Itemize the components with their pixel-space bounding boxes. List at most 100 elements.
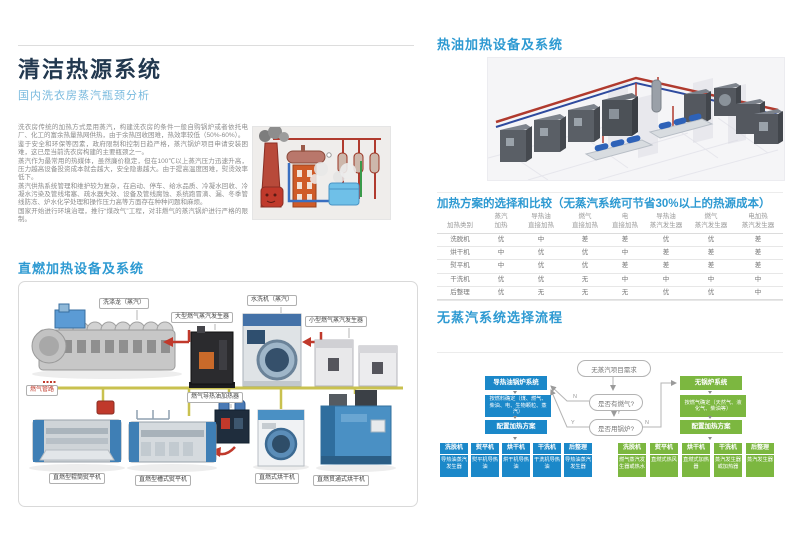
rating-cell: 中	[519, 233, 563, 247]
rating-cell: 差	[733, 259, 783, 274]
rating-cell: 差	[733, 246, 783, 261]
machine-method-chip: 蒸汽发生器	[746, 455, 774, 477]
pass-through-dryer-illustration	[316, 390, 396, 472]
selection-flowchart: N Y Y N 无蒸汽项目需求 是否有燃气? 是否用锅炉? 导热油锅炉系统 按燃…	[437, 356, 787, 486]
branch-label-no: N	[573, 394, 577, 400]
table-row: 熨平机中优优差差差差	[437, 259, 783, 274]
steam-puff	[314, 162, 328, 176]
label-roller-ironer: 直燃型辊筒熨平机	[49, 473, 106, 485]
intro-paragraph: 鉴于安全和环保等因素，政府限制和控制日趋严格，蒸汽锅炉项目申请安装困难，这已是当…	[18, 141, 248, 156]
section-title-flowchart: 无蒸汽系统选择流程	[437, 310, 564, 325]
machine-method-chip: 直燃式加热器	[682, 455, 710, 477]
rating-cell: 差	[607, 259, 643, 274]
intro-paragraph: 洗衣房传统的加热方式是用蒸汽，构建洗衣房的条件一般自购锅炉或者依托电厂、化工的富…	[18, 124, 248, 139]
machine-method-chip: 导热油蒸汽发生器	[564, 455, 592, 477]
label-leaders	[136, 307, 350, 408]
divider	[437, 299, 783, 300]
column-header: 导热油直接加热	[519, 212, 563, 234]
rating-cell: 差	[643, 246, 689, 261]
down-arrow-icon	[513, 437, 517, 440]
direct-fired-system-diagram: 洗涤龙（蒸汽） 大型燃气蒸汽发生器 水洗机（蒸汽） 小型燃气蒸汽发生器 燃气管路…	[18, 281, 418, 507]
label-dryer: 直燃式烘干机	[255, 473, 300, 485]
label-tunnel-dryer: 直燃贯通式烘干机	[313, 475, 370, 487]
steam-drum	[286, 145, 332, 164]
small-gas-steam-generators-illustration	[314, 339, 398, 387]
machine-chip: 烘干机	[502, 443, 530, 455]
flow-box-thermal-oil-system: 导热油锅炉系统	[485, 376, 547, 390]
hot-oil-plant-3d-image	[487, 57, 785, 181]
flow-box-heating-plan-blue: 配置加热方案	[485, 420, 547, 434]
machine-method-chip: 干洗机导热油	[533, 455, 561, 477]
flow-start-node: 无蒸汽项目需求	[577, 360, 651, 377]
machine-chip: 洗脱机	[440, 443, 468, 455]
row-label: 熨平机	[437, 259, 483, 274]
label-small-generator: 小型燃气蒸汽发生器	[305, 316, 368, 328]
steam-puff	[310, 174, 320, 184]
machine-chip: 干洗机	[533, 443, 561, 455]
section-title-hot-oil: 热油加热设备及系统	[437, 37, 564, 52]
down-arrow-icon	[708, 437, 712, 440]
divider	[437, 192, 783, 193]
rating-cell: 无	[563, 273, 607, 288]
intro-paragraph: 蒸汽作为最常用的热媒体，虽然廉价稳定，但在100℃以上蒸汽压力迅速升高，压力越高…	[18, 158, 248, 181]
rating-cell: 差	[643, 259, 689, 274]
rating-cell: 优	[483, 273, 519, 288]
down-arrow-icon	[708, 391, 712, 394]
label-gas-pipeline: 燃气管路	[26, 385, 59, 397]
machine-chip: 后整理	[564, 443, 592, 455]
label-large-generator: 大型燃气蒸汽发生器	[171, 312, 234, 324]
rating-cell: 中	[483, 246, 519, 261]
label-washer: 水洗机（蒸汽）	[247, 295, 298, 307]
rating-cell: 差	[607, 233, 643, 247]
rating-cell: 中	[733, 273, 783, 288]
machine-method-chip: 蒸汽发生器或加热器	[714, 455, 742, 477]
flow-box-no-boiler-system: 无锅炉系统	[680, 376, 742, 390]
steam-boiler-schematic-image	[252, 126, 391, 220]
branch-label-no: N	[645, 420, 649, 426]
rating-cell: 优	[689, 233, 733, 247]
row-label: 干洗机	[437, 273, 483, 288]
label-oil-heater: 燃气导热油加热器	[187, 392, 244, 404]
rating-cell: 差	[563, 233, 607, 247]
flow-box-fuel-selection: 按燃料确定（煤、燃气、柴油、电、生物颗粒、蒸汽）	[485, 395, 551, 417]
diagram-illustration	[29, 303, 403, 472]
down-arrow-icon	[708, 416, 712, 419]
machine-method-chip: 烘干机导热油	[502, 455, 530, 477]
rating-cell: 差	[689, 259, 733, 274]
rating-cell: 优	[519, 259, 563, 274]
column-header: 加热类别	[437, 212, 483, 234]
divider	[437, 352, 783, 353]
table-row: 洗脱机优中差差优优差	[437, 233, 783, 247]
machine-chip: 后整理	[746, 443, 774, 455]
expansion-tank	[651, 79, 662, 113]
table-header-row: 加热类别蒸汽加热导热油直接加热燃气直接加热电直接加热导热油蒸汽发生器燃气蒸汽发生…	[437, 212, 783, 234]
rating-cell: 中	[689, 273, 733, 288]
heating-comparison-table: 加热类别蒸汽加热导热油直接加热燃气直接加热电直接加热导热油蒸汽发生器燃气蒸汽发生…	[437, 212, 783, 301]
machine-method-chip: 直燃式热风	[650, 455, 678, 477]
machine-row-right	[684, 83, 783, 144]
rating-cell: 优	[643, 233, 689, 247]
intro-paragraph: 蒸汽供热系统管理和维护较为复杂，在启动、停车、给水品质、冷凝水回收、冷凝水污染及…	[18, 183, 248, 206]
machine-method-chip: 导热油蒸汽发生器	[440, 455, 468, 477]
flowchart-connectors: N Y Y N	[550, 375, 677, 428]
section-title-comparison: 加热方案的选择和比较（无蒸汽系统可节省30%以上的热源成本）	[437, 198, 771, 210]
machine-chip: 干洗机	[714, 443, 742, 455]
flow-box-heating-plan-green: 配置加热方案	[680, 420, 742, 434]
blue-water-pipe	[287, 163, 331, 203]
rating-cell: 中	[607, 273, 643, 288]
table-row: 烘干机中优优中差差差	[437, 246, 783, 261]
trough-ironer-illustration	[127, 410, 217, 472]
water-tank	[328, 163, 360, 206]
gas-thermal-oil-heater-illustration	[214, 399, 250, 444]
down-arrow-icon	[513, 416, 517, 419]
rating-cell: 差	[733, 233, 783, 247]
machine-chip: 洗脱机	[618, 443, 646, 455]
intro-paragraph: 国家开始进行环境治理，推行“煤改气”工程，对非燃气的蒸汽锅炉进行严格的限制。	[18, 208, 248, 223]
row-label: 洗脱机	[437, 233, 483, 247]
branch-label-yes: Y	[571, 420, 575, 426]
machine-chip: 熨平机	[650, 443, 678, 455]
column-header: 蒸汽加热	[483, 212, 519, 234]
machine-chip: 熨平机	[471, 443, 499, 455]
page-title: 清洁热源系统	[18, 57, 163, 82]
column-header: 燃气直接加热	[563, 212, 607, 234]
